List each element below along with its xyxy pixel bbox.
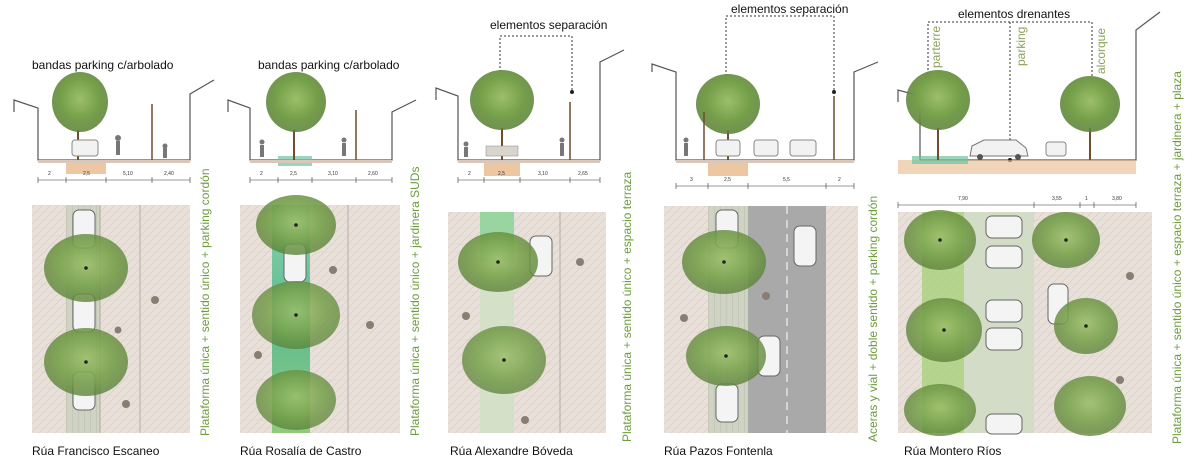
dimension-line: [675, 183, 855, 189]
plan-view: [32, 205, 190, 433]
section-label: elementos drenantes: [958, 7, 1071, 21]
street-type-label: Plataforma única + sentido único + espac…: [620, 171, 634, 442]
plan-view: [448, 212, 606, 433]
street-type-label: Plataforma única + sentido único + jardi…: [408, 166, 422, 436]
plan-view: [898, 210, 1152, 436]
section-view: [13, 72, 215, 174]
dimension-value: 2: [838, 177, 841, 183]
dimension-value: 2,40: [164, 171, 174, 177]
dimension-value: 2,60: [368, 171, 378, 177]
dimension-value: 2,5: [724, 177, 731, 183]
section-label: bandas parking c/arbolado: [32, 58, 174, 72]
section-view: [435, 35, 625, 176]
section-label: elementos separación: [490, 18, 608, 32]
street-type-label: Aceras y vial + doble sentido + parking …: [866, 195, 880, 442]
panel-5: [897, 11, 1161, 436]
street-name: Rúa Montero Ríos: [904, 444, 1002, 458]
dimension-value: 3,55: [1052, 196, 1062, 202]
dimension-value: 2,65: [578, 171, 588, 177]
dimension-value: 5,5: [783, 177, 790, 183]
panel-4: [651, 15, 879, 433]
dimension-line: [249, 177, 393, 183]
section-view: [651, 15, 879, 176]
dimension-value: 2: [48, 171, 51, 177]
dimension-line: [37, 177, 191, 183]
section-label: bandas parking c/arbolado: [258, 58, 400, 72]
dimension-value: 3,10: [328, 171, 338, 177]
section-view: [227, 72, 417, 166]
zone-label-parking: parking: [1014, 26, 1028, 66]
panel-3: [435, 35, 625, 433]
dimension-value: 2,5: [83, 171, 90, 177]
street-name: Rúa Pazos Fontenla: [664, 444, 773, 458]
dimension-value: 3,80: [1112, 196, 1122, 202]
street-name: Rúa Alexandre Bóveda: [450, 444, 573, 458]
street-type-label: Plataforma única + sentido único + parki…: [198, 168, 212, 437]
dimension-value: 7,90: [958, 196, 968, 202]
dimension-value: 3,10: [538, 171, 548, 177]
plan-view: [240, 195, 400, 433]
section-view: [897, 11, 1161, 174]
zone-label-parterre: parterre: [929, 25, 943, 68]
dimension-line: [457, 177, 601, 183]
street-type-label: Plataforma única + sentido único + espac…: [1170, 71, 1184, 444]
dimension-value: 2: [260, 171, 263, 177]
street-name: Rúa Francisco Escaneo: [32, 444, 160, 458]
dimension-value: 2,5: [498, 171, 505, 177]
zone-label-alcorque: alcorque: [1094, 27, 1108, 74]
plan-view: [664, 206, 858, 433]
dimension-line: [897, 202, 1137, 208]
dimension-value: 2,5: [290, 171, 297, 177]
dimension-value: 5,10: [123, 171, 133, 177]
dimension-value: 1: [1085, 196, 1088, 202]
dimension-value: 3: [690, 177, 693, 183]
panel-1: [13, 72, 215, 433]
dimension-value: 2: [468, 171, 471, 177]
panel-2: [227, 72, 417, 433]
street-name: Rúa Rosalía de Castro: [240, 444, 362, 458]
section-label: elementos separación: [731, 2, 849, 16]
